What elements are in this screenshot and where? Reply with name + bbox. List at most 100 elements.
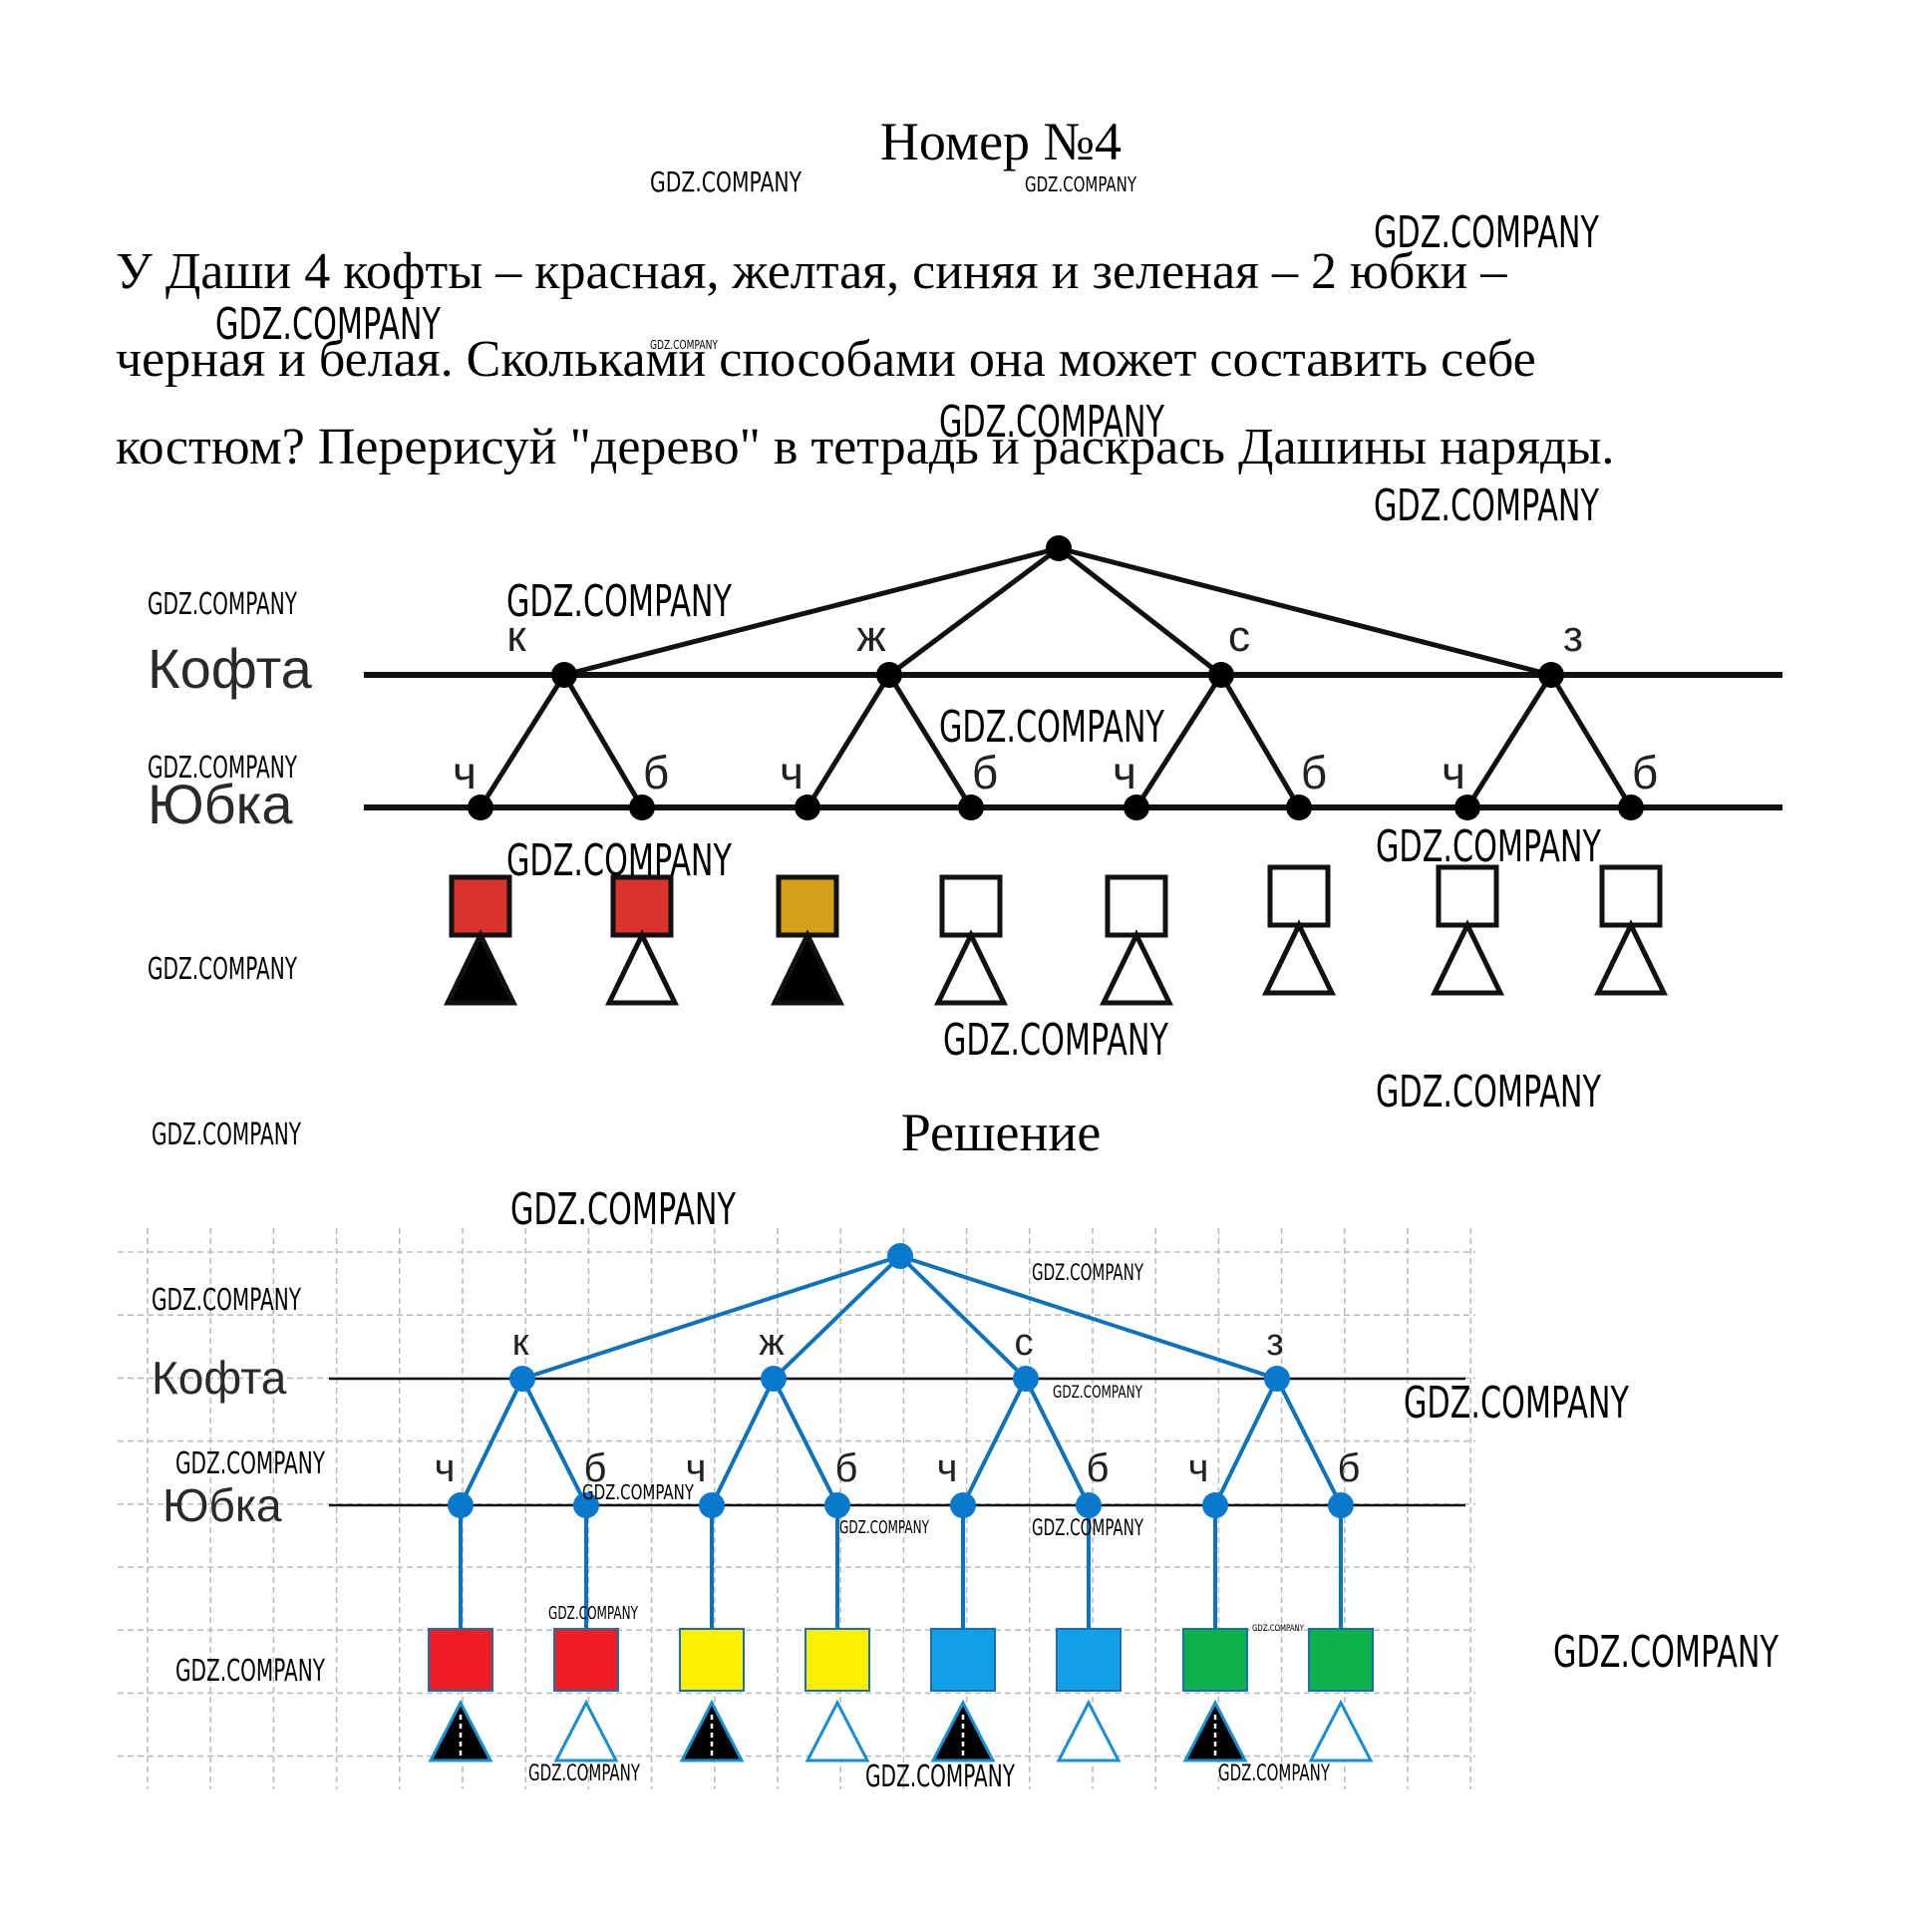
- solution-skirt-letter: б: [584, 1446, 607, 1490]
- task-edge-root-blouse: [1058, 545, 1552, 678]
- solution-root-node: [887, 1243, 913, 1269]
- solution-skirt-node: [1202, 1492, 1228, 1518]
- solution-grid: [118, 1228, 1475, 1789]
- solution-edge-blouse-skirt: [961, 1378, 1028, 1506]
- task-row-label-blouse: Кофта: [148, 637, 313, 700]
- problem-line-2: черная и белая. Скольками способами она …: [116, 331, 1536, 388]
- blouse-square-icon: [1436, 864, 1499, 928]
- watermark: GDZ.COMPANY: [175, 1446, 325, 1481]
- watermark: GDZ.COMPANY: [1553, 1627, 1778, 1678]
- watermark: GDZ.COMPANY: [1218, 1761, 1330, 1786]
- task-skirt-letter: ч: [1442, 747, 1465, 798]
- skirt-triangle-icon: [553, 1699, 619, 1762]
- solution-edge-root-blouse: [772, 1254, 902, 1381]
- task-skirt-node: [795, 795, 820, 820]
- blouse-square-icon: [1599, 864, 1663, 928]
- solution-edge-blouse-skirt: [459, 1378, 524, 1506]
- watermark: GDZ.COMPANY: [1376, 821, 1601, 872]
- task-blouse-letter: к: [506, 612, 526, 661]
- solution-tree-nodes: [448, 1243, 1354, 1518]
- task-skirt-letter: б: [643, 747, 669, 798]
- watermark: GDZ.COMPANY: [215, 299, 441, 350]
- watermark: GDZ.COMPANY: [943, 1015, 1168, 1066]
- task-skirt-letter: ч: [453, 747, 477, 798]
- solution-skirt-node: [1328, 1492, 1354, 1518]
- task-skirt-letter: б: [1301, 747, 1327, 798]
- solution-blouse-node: [509, 1366, 535, 1392]
- skirt-triangle-icon: [1100, 929, 1173, 1006]
- solution-blouse-node: [761, 1366, 787, 1392]
- solution-skirt-node: [950, 1492, 976, 1518]
- watermark: GDZ.COMPANY: [650, 165, 803, 198]
- skirt-triangle-icon: [1594, 919, 1668, 996]
- solution-blouse-letter: к: [512, 1322, 529, 1364]
- task-skirt-letter: б: [1632, 747, 1658, 798]
- solution-skirt-letter: б: [1087, 1446, 1110, 1490]
- problem-line-3: костюм? Перерисуй "дерево" в тетрадь и р…: [116, 419, 1614, 476]
- solution-skirt-node: [448, 1492, 474, 1518]
- task-skirt-letter: ч: [780, 747, 804, 798]
- blouse-square-icon: [1105, 874, 1168, 938]
- task-tree-nodes: [468, 535, 1644, 820]
- watermark: GDZ.COMPANY: [582, 1480, 695, 1504]
- solution-blouse-letter: с: [1015, 1322, 1034, 1364]
- watermark: GDZ.COMPANY: [839, 1517, 930, 1538]
- solution-skirt-letter: ч: [686, 1446, 707, 1490]
- watermark: GDZ.COMPANY: [548, 1603, 639, 1624]
- solution-skirt-node: [573, 1492, 599, 1518]
- solution-skirt-letter: б: [835, 1446, 858, 1490]
- blouse-square-icon: [428, 1628, 493, 1692]
- solution-edge-blouse-skirt: [1275, 1378, 1343, 1506]
- task-edge-blouse-skirt: [805, 673, 892, 809]
- task-edge-blouse-skirt: [886, 673, 974, 809]
- watermark: GDZ.COMPANY: [1032, 1516, 1143, 1541]
- solution-blouse-letter: з: [1266, 1322, 1283, 1364]
- problem-line-1: У Даши 4 кофты – красная, желтая, синяя …: [116, 243, 1507, 300]
- solution-skirt-letter: ч: [1188, 1446, 1209, 1490]
- solution-edge-blouse-skirt: [772, 1378, 839, 1506]
- task-blouse-letter: з: [1563, 612, 1583, 661]
- skirt-triangle-icon: [934, 929, 1008, 1006]
- watermark: GDZ.COMPANY: [506, 576, 732, 627]
- solution-blouse-node: [1013, 1366, 1039, 1392]
- task-skirt-node: [1124, 795, 1149, 820]
- solution-blouse-letter: ж: [759, 1322, 785, 1364]
- skirt-triangle-icon: [679, 1699, 745, 1762]
- skirt-triangle-icon: [805, 1699, 870, 1762]
- watermarks: GDZ.COMPANY GDZ.COMPANY GDZ.COMPANY GDZ.…: [148, 165, 1778, 1794]
- solution-edge-root-blouse: [899, 1254, 1278, 1381]
- task-blouse-node: [1208, 662, 1234, 688]
- task-tree: Кофта Юбка к ж с з ч б ч б ч б ч б: [148, 535, 1782, 1006]
- watermark: GDZ.COMPANY: [152, 1283, 301, 1318]
- solution-tree-edges: [459, 1254, 1343, 1635]
- solution-blouse-node: [1264, 1366, 1290, 1392]
- task-edge-root-blouse: [1057, 546, 1223, 677]
- solution-skirt-letter: ч: [937, 1446, 958, 1490]
- watermark: GDZ.COMPANY: [650, 338, 718, 352]
- skirt-triangle-icon: [428, 1699, 493, 1762]
- task-skirt-letter: ч: [1113, 747, 1136, 798]
- task-row-label-skirt: Юбка: [148, 773, 293, 835]
- task-edge-blouse-skirt: [1133, 673, 1224, 809]
- solution-tree: Кофта Юбка к ж с з ч б ч б ч б ч б: [118, 1228, 1475, 1789]
- task-edge-blouse-skirt: [478, 673, 567, 809]
- watermark: GDZ.COMPANY: [148, 952, 297, 987]
- watermark: GDZ.COMPANY: [865, 1759, 1015, 1794]
- skirt-triangle-icon: [444, 929, 517, 1006]
- solution-skirt-letter: б: [1338, 1446, 1361, 1490]
- watermark: GDZ.COMPANY: [175, 1654, 325, 1689]
- blouse-square-icon: [449, 874, 512, 938]
- task-edge-blouse-skirt: [1218, 673, 1302, 809]
- solution-row-label-blouse: Кофта: [152, 1352, 287, 1404]
- skirt-triangle-icon: [771, 929, 844, 1006]
- task-edge-blouse-skirt: [1548, 673, 1634, 809]
- solution-edge-blouse-skirt: [710, 1378, 776, 1506]
- watermark: GDZ.COMPANY: [148, 587, 297, 622]
- watermark: GDZ.COMPANY: [152, 1117, 301, 1152]
- skirt-triangle-icon: [1056, 1699, 1122, 1762]
- solution-skirt-node: [699, 1492, 725, 1518]
- solution-edge-root-blouse: [521, 1254, 901, 1381]
- task-blouse-node: [876, 662, 902, 688]
- watermark: GDZ.COMPANY: [506, 835, 732, 886]
- solution-row-label-skirt: Юбка: [162, 1479, 282, 1531]
